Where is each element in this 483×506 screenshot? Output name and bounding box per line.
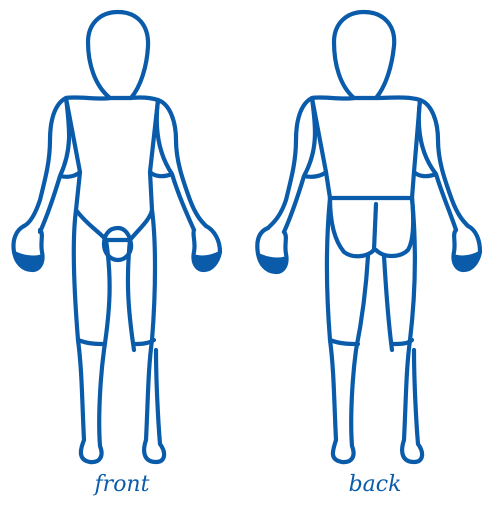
- back-right-hand-fill: [455, 252, 480, 270]
- back-right-leg: [384, 198, 422, 462]
- back-left-hand-fill: [258, 254, 285, 272]
- back-torso: [312, 97, 420, 198]
- back-figure: [257, 12, 480, 462]
- back-left-knee: [330, 340, 358, 344]
- back-buttocks: [330, 198, 413, 256]
- front-left-hand-fill: [14, 252, 41, 270]
- front-right-arm: [150, 100, 206, 230]
- back-label: back: [325, 472, 425, 498]
- back-head: [334, 12, 394, 98]
- back-left-leg: [327, 198, 368, 462]
- front-right-leg: [128, 210, 164, 462]
- front-right-knee: [134, 340, 154, 344]
- front-label: front: [72, 472, 172, 498]
- front-left-knee: [78, 340, 104, 344]
- back-right-arm: [414, 100, 468, 230]
- front-head: [88, 12, 148, 98]
- front-torso: [66, 97, 158, 240]
- back-right-knee: [392, 340, 412, 344]
- front-right-hand-fill: [195, 252, 220, 270]
- front-figure: [13, 12, 220, 462]
